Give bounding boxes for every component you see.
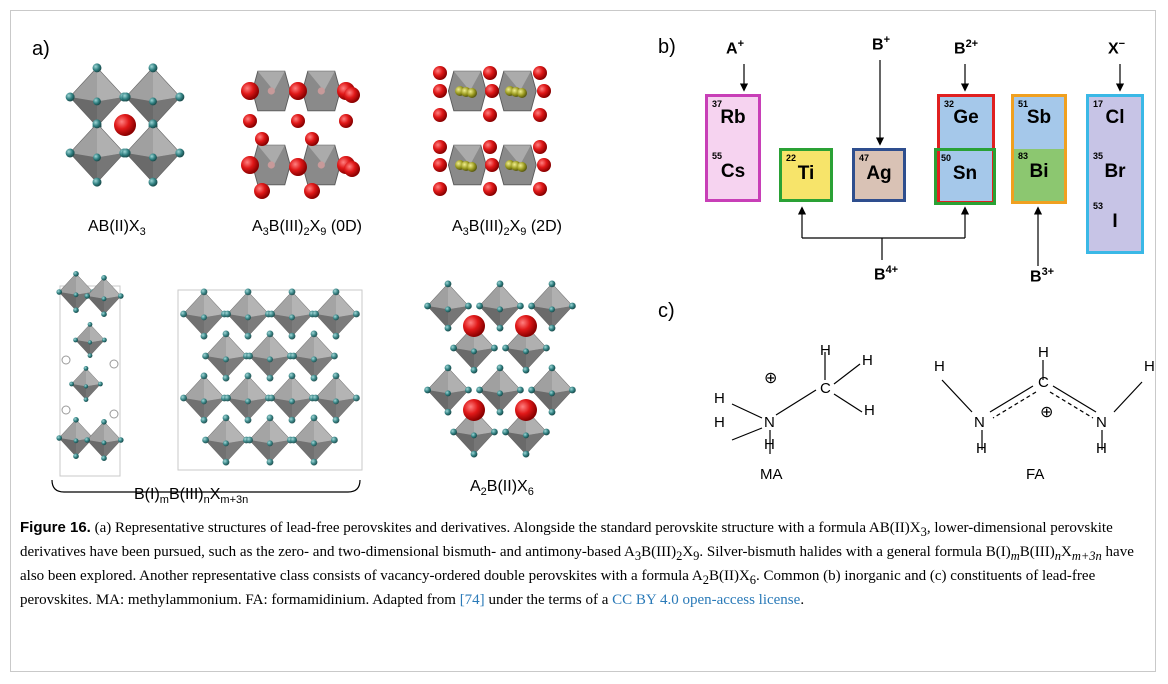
fa-label: FA: [1026, 466, 1045, 483]
ma-h-top: H: [820, 342, 831, 359]
ma-charge-icon: ⊕: [764, 370, 778, 387]
ma-h-ur: H: [862, 352, 873, 369]
ion-b-2plus: B2+: [954, 38, 979, 58]
label-a2bx6: A2B(II)X6: [470, 478, 534, 499]
structure-abx3: [66, 63, 185, 186]
structures-illustration: [51, 40, 650, 493]
molecule-diagram: [731, 352, 1143, 454]
fa-n-r: N: [1096, 414, 1107, 431]
fa-h-r: H: [1144, 358, 1155, 375]
fa-charge-icon: ⊕: [1040, 404, 1054, 421]
label-layered: B(I)mB(III)nXm+3n: [134, 486, 249, 507]
figure-frame: [10, 10, 1156, 672]
panel-label-b: b): [658, 36, 676, 58]
fa-h-br: H: [1096, 440, 1107, 457]
fa-h-bl: H: [976, 440, 987, 457]
structure-a3b2x9-0d: [241, 70, 360, 199]
license-link[interactable]: CC BY 4.0 open-access license: [612, 592, 801, 608]
layered-brace: [51, 479, 361, 493]
tile-sb-bi: 51 Sb 83 Bi: [1011, 94, 1067, 204]
ma-bonds: [731, 352, 863, 454]
figure-caption: Figure 16. (a) Representative structures…: [20, 519, 1134, 608]
tile-ti: 22 Ti: [779, 148, 833, 202]
ion-x-minus: X−: [1108, 38, 1126, 58]
panel-label-a: a): [32, 38, 50, 60]
tile-rb-cs: 37 Rb 55 Cs: [705, 94, 761, 202]
structure-a3b2x9-2d: [433, 66, 551, 196]
ma-n: N: [764, 414, 775, 431]
structure-a2bx6: [424, 281, 576, 458]
fa-h-l: H: [934, 358, 945, 375]
tile-sn: 50 Sn: [934, 148, 996, 205]
fa-bonds: [941, 360, 1143, 450]
label-a3b2x9-2d: A3B(III)2X9 (2D): [452, 218, 562, 239]
ma-c: C: [820, 380, 831, 397]
structure-layered-broad: [177, 289, 363, 471]
panel-label-c: c): [658, 300, 675, 322]
label-a3b2x9-0d: A3B(III)2X9 (0D): [252, 218, 362, 239]
ma-h-l: H: [714, 390, 725, 407]
tile-halides: 17 Cl 35 Br 53 I: [1086, 94, 1144, 254]
structure-layered-narrow: [56, 271, 123, 477]
ma-h-b: H: [764, 436, 775, 453]
fa-h-top: H: [1038, 344, 1049, 361]
ion-a-plus: A+: [726, 38, 744, 58]
ma-h-r: H: [864, 402, 875, 419]
ion-arrows: [739, 60, 1125, 266]
ion-b-plus: B+: [872, 34, 890, 54]
ma-label: MA: [760, 466, 783, 483]
fa-n-l: N: [974, 414, 985, 431]
tile-ag: 47 Ag: [852, 148, 906, 202]
label-abx3: AB(II)X3: [88, 218, 146, 239]
ma-h-ll: H: [714, 414, 725, 431]
ion-b-3plus: B3+: [1030, 266, 1055, 286]
reference-link[interactable]: [74]: [459, 592, 485, 608]
ion-b-4plus: B4+: [874, 264, 899, 284]
fa-c: C: [1038, 374, 1049, 391]
caption-figure-label: Figure 16.: [20, 519, 91, 536]
